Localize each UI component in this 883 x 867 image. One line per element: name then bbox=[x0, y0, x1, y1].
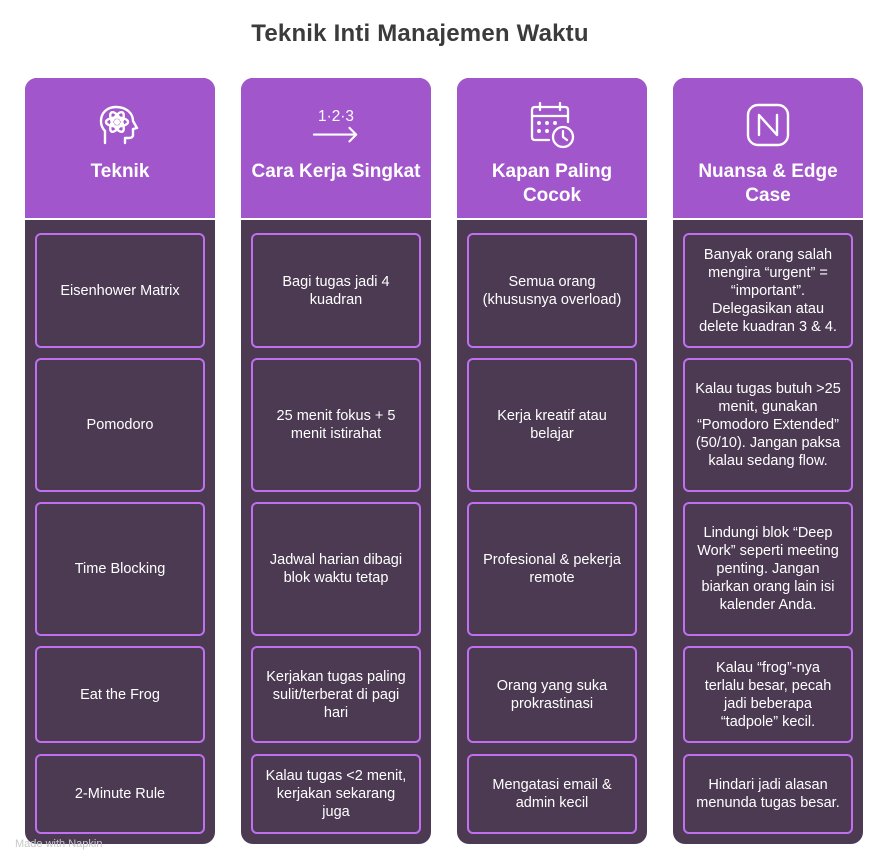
table-cell: Jadwal harian dibagi blok waktu tetap bbox=[251, 502, 421, 636]
column-header: Kapan Paling Cocok bbox=[457, 78, 647, 220]
calendar-clock-icon bbox=[527, 100, 577, 150]
table-cell: Hindari jadi alasan menunda tugas besar. bbox=[683, 754, 853, 834]
table-cell: Pomodoro bbox=[35, 358, 205, 492]
watermark: Made with Napkin bbox=[15, 838, 103, 850]
table-cell: Bagi tugas jadi 4 kuadran bbox=[251, 233, 421, 348]
n-logo-icon bbox=[743, 100, 793, 150]
column-header: 1·2·3 Cara Kerja Singkat bbox=[241, 78, 431, 220]
column-title: Teknik bbox=[90, 161, 150, 182]
table-cell: Kalau “frog”-nya terlalu besar, pecah ja… bbox=[683, 646, 853, 743]
table-cell: Mengatasi email & admin kecil bbox=[467, 754, 637, 834]
brain-atom-icon bbox=[95, 100, 145, 150]
column-nuansa: Nuansa & Edge Case Banyak orang salah me… bbox=[673, 78, 863, 844]
steps-123-arrow-icon: 1·2·3 bbox=[311, 100, 361, 150]
table-cell: Kalau tugas <2 menit, kerjakan sekarang … bbox=[251, 754, 421, 834]
table-cell: Eat the Frog bbox=[35, 646, 205, 743]
table-cell: Eisenhower Matrix bbox=[35, 233, 205, 348]
column-kapan-cocok: Kapan Paling Cocok Semua orang (khususny… bbox=[457, 78, 647, 844]
column-header: Nuansa & Edge Case bbox=[673, 78, 863, 220]
table-cell: Orang yang suka prokrastinasi bbox=[467, 646, 637, 743]
table-cell: Lindungi blok “Deep Work” seperti meetin… bbox=[683, 502, 853, 636]
column-header: Teknik bbox=[25, 78, 215, 220]
table-cell: 2-Minute Rule bbox=[35, 754, 205, 834]
page-title: Teknik Inti Manajemen Waktu bbox=[251, 20, 589, 47]
table-cell: Kerjakan tugas paling sulit/terberat di … bbox=[251, 646, 421, 743]
column-title: Kapan Paling Cocok bbox=[491, 161, 613, 206]
table-cell: Kalau tugas butuh >25 menit, gunakan “Po… bbox=[683, 358, 853, 492]
table-cell: Banyak orang salah mengira “urgent” = “i… bbox=[683, 233, 853, 348]
column-title: Cara Kerja Singkat bbox=[251, 161, 421, 182]
table-cell: 25 menit fokus + 5 menit istirahat bbox=[251, 358, 421, 492]
svg-text:1·2·3: 1·2·3 bbox=[318, 108, 354, 125]
column-teknik: Teknik Eisenhower Matrix Pomodoro Time B… bbox=[25, 78, 215, 844]
column-cara-kerja: 1·2·3 Cara Kerja Singkat Bagi tugas jadi… bbox=[241, 78, 431, 844]
table-cell: Time Blocking bbox=[35, 502, 205, 636]
table-cell: Kerja kreatif atau belajar bbox=[467, 358, 637, 492]
column-title: Nuansa & Edge Case bbox=[698, 161, 838, 206]
table-cell: Semua orang (khususnya overload) bbox=[467, 233, 637, 348]
table-cell: Profesional & pekerja remote bbox=[467, 502, 637, 636]
